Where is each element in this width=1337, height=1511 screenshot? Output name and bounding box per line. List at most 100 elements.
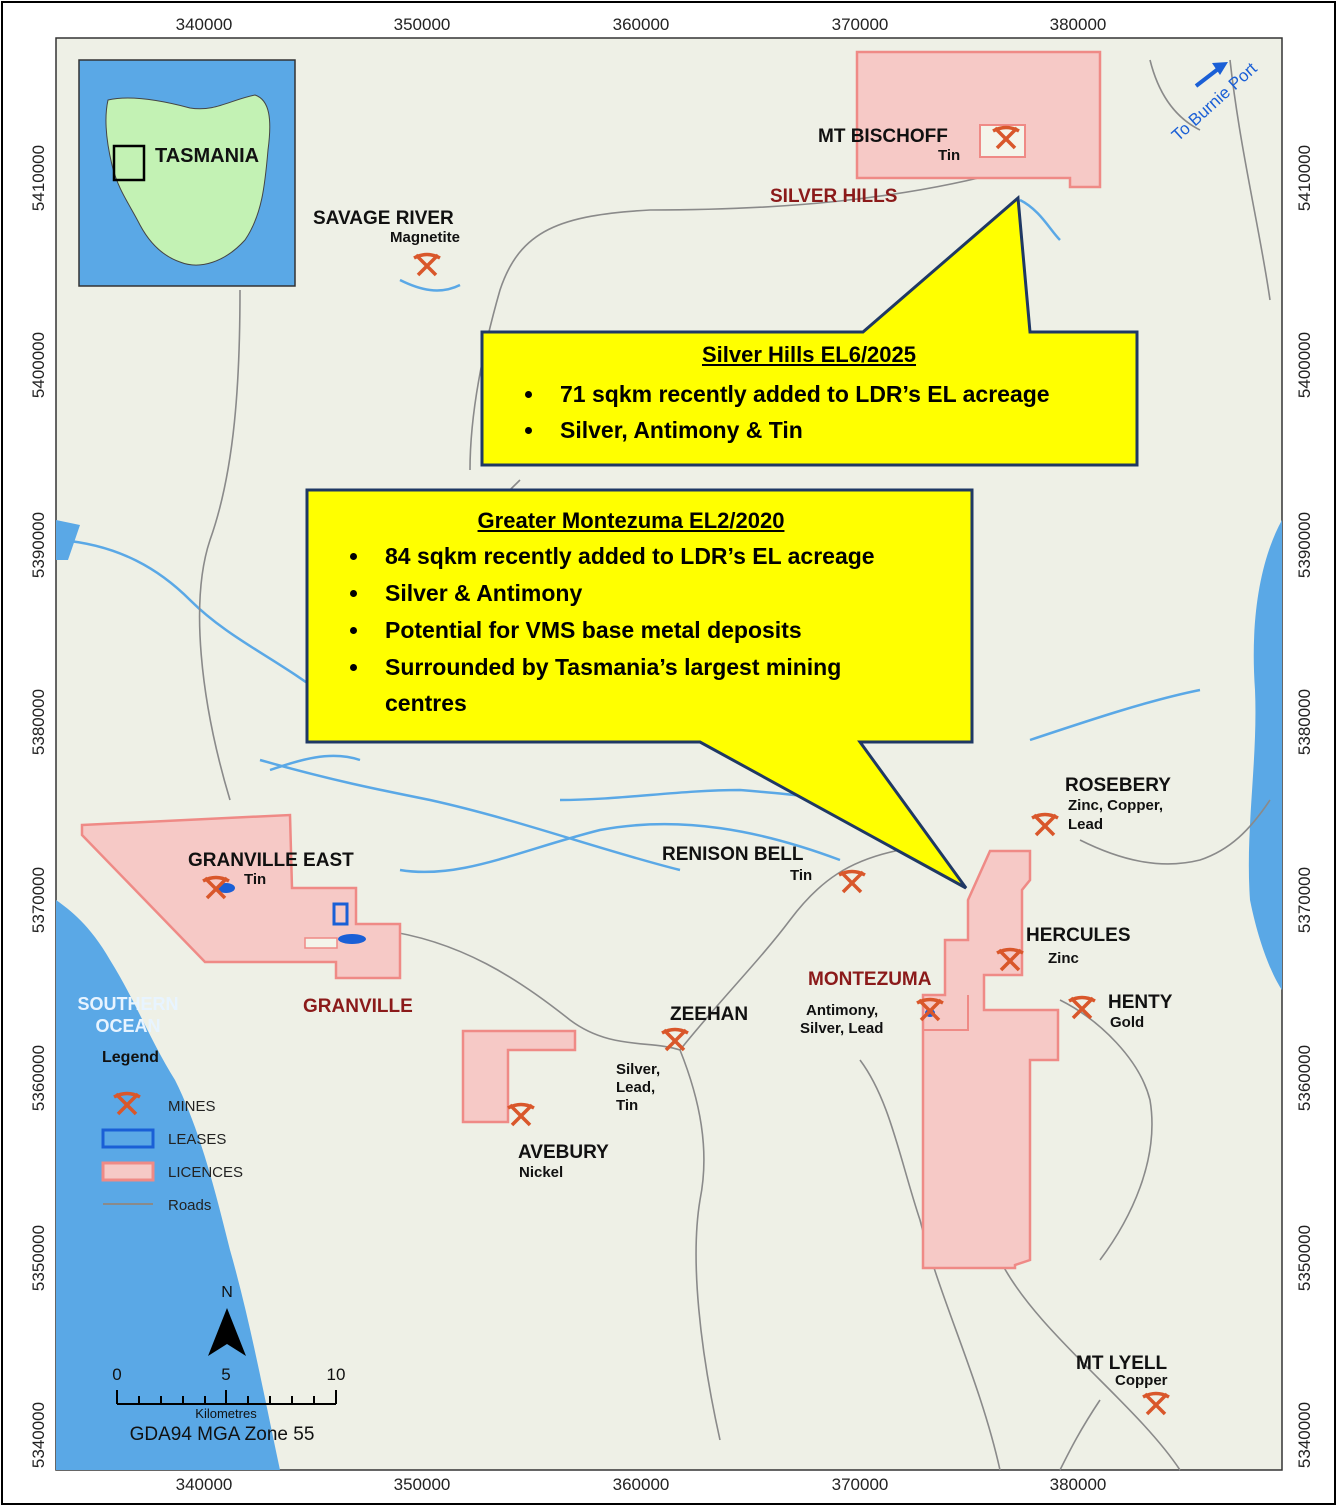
label-zeehan-commodity: Lead, <box>616 1079 655 1096</box>
y-tick-left: 5360000 <box>29 1045 48 1111</box>
scale-unit: Kilometres <box>195 1406 257 1421</box>
callout-silver-hills-bullet: Silver, Antimony & Tin <box>546 412 1132 448</box>
label-montezuma: MONTEZUMA <box>808 969 932 990</box>
y-axis-ticks: 5410000 5400000 5390000 5380000 5370000 … <box>29 145 1314 1468</box>
callout-silver-hills: Silver Hills EL6/2025 71 sqkm recently a… <box>486 342 1132 448</box>
y-tick-right: 5370000 <box>1295 867 1314 933</box>
x-tick-top: 370000 <box>832 15 889 34</box>
label-granville: GRANVILLE <box>303 996 413 1017</box>
label-zeehan-commodity: Silver, <box>616 1061 660 1078</box>
y-tick-left: 5340000 <box>29 1402 48 1468</box>
x-tick-top: 360000 <box>613 15 670 34</box>
scale-datum: GDA94 MGA Zone 55 <box>130 1424 315 1445</box>
callout-montezuma-bullet: 84 sqkm recently added to LDR’s EL acrea… <box>371 538 911 575</box>
inset-tasmania-shape <box>105 94 271 266</box>
rivers <box>59 198 1201 874</box>
label-avebury-commodity: Nickel <box>519 1164 563 1181</box>
x-tick-top: 340000 <box>176 15 233 34</box>
legend-title: Legend <box>102 1049 159 1066</box>
y-tick-right: 5400000 <box>1295 332 1314 398</box>
legend-leases-label: LEASES <box>168 1131 226 1148</box>
label-rosebery-commodity: Lead <box>1068 816 1103 833</box>
label-renison-bell-commodity: Tin <box>790 867 812 884</box>
legend: Legend MINES LEASES LICENCES Roads <box>101 1049 243 1214</box>
north-arrow-icon <box>208 1308 246 1356</box>
burnie-arrowhead-icon <box>1212 62 1228 75</box>
lease-granville <box>338 934 366 944</box>
label-mt-lyell-commodity: Copper <box>1115 1372 1168 1389</box>
label-silver-hills: SILVER HILLS <box>770 186 897 207</box>
licence-montezuma <box>921 849 1060 1270</box>
licence-granville-hole <box>304 937 338 949</box>
label-hercules: HERCULES <box>1026 925 1131 946</box>
label-avebury: AVEBURY <box>518 1142 609 1163</box>
scale-tick-10: 10 <box>327 1365 346 1384</box>
licence-silver-hills <box>855 50 1102 189</box>
y-tick-left: 5370000 <box>29 867 48 933</box>
scale-tick-0: 0 <box>112 1365 121 1384</box>
callout-montezuma-bullet: Silver & Antimony <box>371 575 911 612</box>
y-tick-right: 5410000 <box>1295 145 1314 211</box>
label-montezuma-commodity: Silver, Lead <box>800 1020 883 1037</box>
label-hercules-commodity: Zinc <box>1048 950 1079 967</box>
label-henty-commodity: Gold <box>1110 1014 1144 1031</box>
callout-silver-hills-title: Silver Hills EL6/2025 <box>701 342 917 367</box>
legend-mines-label: MINES <box>168 1098 216 1115</box>
licence-montezuma-divider <box>923 995 969 1031</box>
callout-montezuma-bullet: Potential for VMS base metal deposits <box>371 612 911 649</box>
label-montezuma-commodity: Antimony, <box>806 1002 878 1019</box>
y-tick-right: 5360000 <box>1295 1045 1314 1111</box>
label-renison-bell: RENISON BELL <box>662 844 804 865</box>
licence-avebury <box>461 1029 577 1124</box>
x-tick-bottom: 360000 <box>613 1475 670 1494</box>
label-mt-bischoff-commodity: Tin <box>938 147 960 164</box>
y-tick-left: 5410000 <box>29 145 48 211</box>
label-zeehan-commodity: Tin <box>616 1097 638 1114</box>
y-tick-left: 5350000 <box>29 1225 48 1291</box>
legend-licence-swatch <box>101 1161 155 1182</box>
label-granville-east-commodity: Tin <box>244 871 266 888</box>
x-axis-ticks: 340000 350000 360000 370000 380000 34000… <box>176 15 1107 1494</box>
callout-montezuma-box <box>305 488 974 890</box>
y-tick-right: 5380000 <box>1295 689 1314 755</box>
x-tick-bottom: 340000 <box>176 1475 233 1494</box>
label-savage-river-commodity: Magnetite <box>390 229 460 246</box>
label-savage-river: SAVAGE RIVER <box>313 208 454 229</box>
y-tick-left: 5380000 <box>29 689 48 755</box>
callout-silver-hills-bullet: 71 sqkm recently added to LDR’s EL acrea… <box>546 376 1132 412</box>
north-label: N <box>221 1284 233 1301</box>
y-tick-left: 5400000 <box>29 332 48 398</box>
label-ocean: OCEAN <box>95 1016 160 1036</box>
label-mt-lyell: MT LYELL <box>1076 1353 1168 1374</box>
legend-lease-swatch <box>101 1128 155 1149</box>
legend-licences-label: LICENCES <box>168 1164 243 1181</box>
scale-bar: 0 5 10 Kilometres GDA94 MGA Zone 55 <box>112 1365 345 1445</box>
callout-montezuma-title: Greater Montezuma EL2/2020 <box>477 508 785 533</box>
label-mt-bischoff: MT BISCHOFF <box>818 126 948 147</box>
legend-roads-label: Roads <box>168 1197 211 1214</box>
label-ocean: SOUTHERN <box>77 994 178 1014</box>
x-tick-top: 350000 <box>394 15 451 34</box>
label-zeehan: ZEEHAN <box>670 1004 748 1025</box>
label-granville-east: GRANVILLE EAST <box>188 850 354 871</box>
callout-montezuma-bullet: Surrounded by Tasmania’s largest mining … <box>371 649 911 721</box>
callout-silver-hills-box <box>480 194 1139 467</box>
x-tick-top: 380000 <box>1050 15 1107 34</box>
x-tick-bottom: 380000 <box>1050 1475 1107 1494</box>
inset-label: TASMANIA <box>155 145 259 167</box>
inset-locator-box <box>112 144 146 182</box>
lake-east <box>1248 520 1282 990</box>
x-tick-bottom: 370000 <box>832 1475 889 1494</box>
y-tick-right: 5390000 <box>1295 512 1314 578</box>
x-tick-bottom: 350000 <box>394 1475 451 1494</box>
lease-granville-east <box>332 902 349 926</box>
label-henty: HENTY <box>1108 992 1173 1013</box>
scale-tick-5: 5 <box>221 1365 230 1384</box>
y-tick-right: 5350000 <box>1295 1225 1314 1291</box>
label-rosebery-commodity: Zinc, Copper, <box>1068 797 1163 814</box>
label-rosebery: ROSEBERY <box>1065 775 1171 796</box>
y-tick-left: 5390000 <box>29 512 48 578</box>
callout-montezuma: Greater Montezuma EL2/2020 84 sqkm recen… <box>311 508 951 721</box>
